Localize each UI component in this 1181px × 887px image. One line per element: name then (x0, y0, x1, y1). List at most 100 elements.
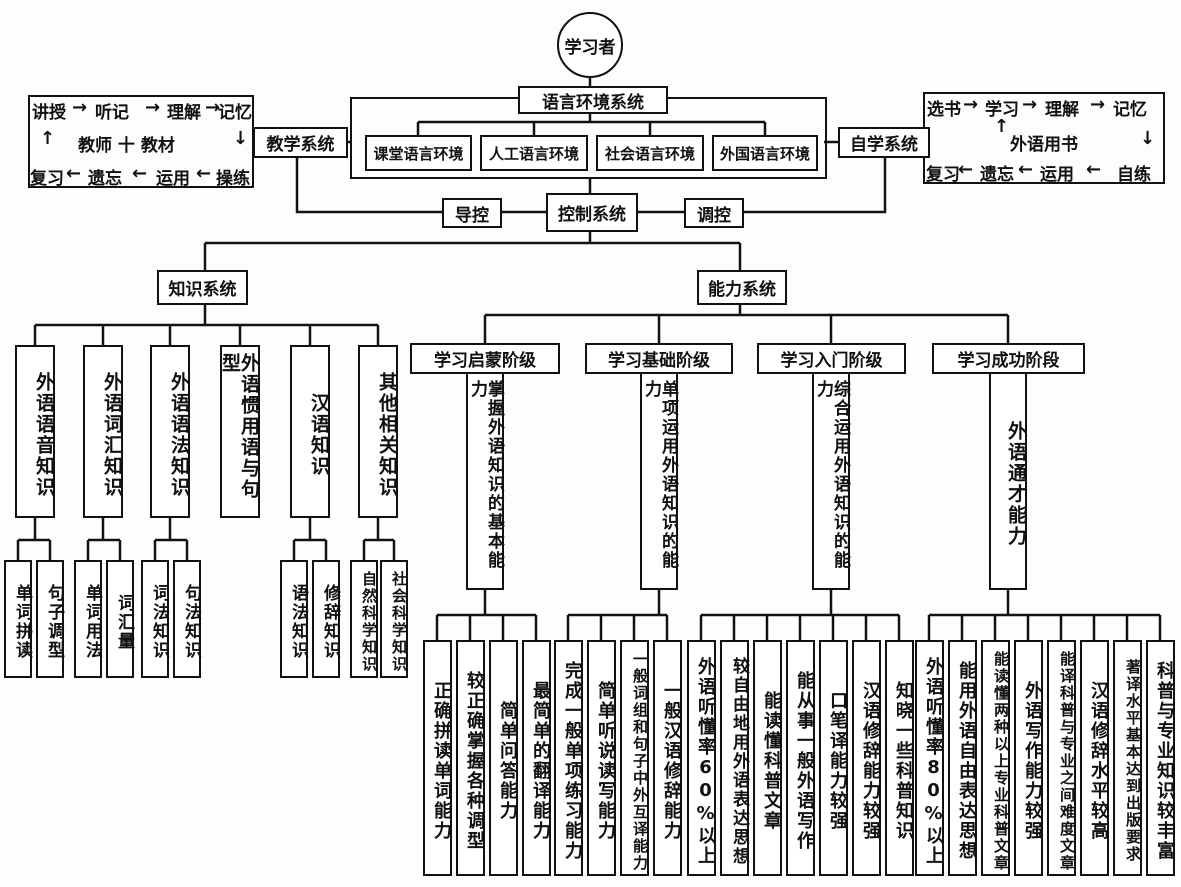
ability-item: 能从事一般外语写作 (786, 640, 815, 876)
self-step: 选书 (927, 100, 961, 120)
ability-stage: 学习成功阶段 (932, 343, 1085, 374)
stage-goal: 外语通才能力 (989, 372, 1027, 590)
ability-stage: 学习入门阶级 (757, 343, 906, 374)
ability-item: 口笔译能力较强 (819, 640, 848, 876)
knowledge-subitem: 自然科学知识 (350, 560, 378, 678)
stage-goal: 综合运用外语知识的能力 (812, 372, 850, 590)
connector-line (568, 590, 667, 617)
knowledge-item: 外语词汇知识 (83, 345, 123, 518)
ability-stage: 学习基础阶级 (585, 343, 733, 374)
knowledge-subitem: 句子调型 (36, 560, 64, 678)
ability-item: 科普与专业知识较丰富 (1146, 640, 1175, 876)
stage-goal: 掌握外语知识的基本能力 (466, 372, 504, 590)
arrow-right-icon: → (1090, 94, 1106, 115)
arrow-left-icon: ← (66, 163, 82, 184)
self-step: 学习 (985, 100, 1019, 120)
teaching-step: 运用 (156, 169, 190, 189)
ability-item: 汉语修辞能力较强 (852, 640, 881, 876)
arrow-left-icon: ← (1086, 159, 1102, 180)
knowledge-item: 汉语知识 (290, 345, 330, 518)
knowledge-subitem: 语法知识 (280, 560, 308, 678)
knowledge-subitem: 社会科学知识 (380, 560, 408, 678)
knowledge-subitem: 词法知识 (141, 560, 169, 678)
self-center: 外语用书 (1010, 135, 1078, 155)
teaching-step: 记忆 (218, 103, 252, 123)
ability-item: 汉语修辞水平较高 (1080, 640, 1109, 876)
env-social: 社会语言环境 (596, 135, 704, 171)
self-step: 遗忘 (980, 165, 1014, 185)
env-foreign: 外国语言环境 (712, 135, 818, 171)
ability-item: 外语写作能力较强 (1014, 640, 1043, 876)
arrow-right-icon: → (963, 94, 979, 115)
arrow-right-icon: → (145, 97, 161, 118)
guide-control: 导控 (442, 198, 502, 228)
learner-node: 学习者 (557, 12, 623, 78)
knowledge-subitem: 修辞知识 (312, 560, 340, 678)
ability-item: 一般汉语修辞能力 (653, 640, 682, 876)
ability-item: 外语听懂率80%以上 (915, 640, 944, 876)
self-step: 复习 (926, 165, 960, 185)
arrow-right-icon: → (205, 97, 221, 118)
knowledge-system: 知识系统 (157, 270, 248, 305)
control-system: 控制系统 (546, 193, 638, 232)
ability-item: 知晓一些科普知识 (885, 640, 914, 876)
self-step: 理解 (1045, 100, 1079, 120)
teaching-step: 理解 (167, 103, 201, 123)
knowledge-subitem: 单词拼读 (4, 560, 32, 678)
connector-line (929, 590, 1160, 617)
ability-stage: 学习启蒙阶级 (410, 343, 560, 374)
connector-line (153, 518, 189, 560)
ability-system: 能力系统 (697, 270, 787, 305)
ability-item: 一般词组和句子中外互译能力 (620, 640, 649, 876)
env-artificial: 人工语言环境 (480, 135, 588, 171)
arrow-left-icon: ← (958, 159, 974, 180)
ability-item: 完成一般单项练习能力 (554, 640, 583, 876)
stage-goal: 单项运用外语知识的能力 (640, 372, 678, 590)
arrow-up-icon: ↑ (994, 116, 1010, 137)
adjust-control: 调控 (684, 198, 744, 228)
knowledge-item: 其他相关知识 (358, 345, 398, 518)
arrow-left-icon: ← (196, 163, 212, 184)
ability-item: 著译水平基本达到出版要求 (1113, 640, 1142, 876)
ability-item: 正确拼读单词能力 (423, 640, 452, 876)
self-step: 自练 (1117, 165, 1151, 185)
ability-item: 较正确掌握各种调型 (456, 640, 485, 876)
arrow-up-icon: ↑ (40, 128, 56, 149)
ability-item: 简单听说读写能力 (587, 640, 616, 876)
ability-item: 最简单的翻译能力 (522, 640, 551, 876)
arrow-down-icon: ↓ (233, 128, 249, 149)
connector-line (701, 590, 899, 617)
arrow-right-icon: → (1022, 94, 1038, 115)
arrow-down-icon: ↓ (1140, 128, 1156, 149)
ability-item: 能译科普与专业之间难度文章 (1047, 640, 1076, 876)
knowledge-item: 外语惯用语与句型 (219, 345, 260, 518)
self-step: 记忆 (1113, 100, 1147, 120)
connector-line (292, 518, 328, 560)
language-environment-system: 语言环境系统 (518, 86, 668, 114)
self-study-system: 自学系统 (838, 127, 930, 158)
arrow-right-icon: → (72, 97, 88, 118)
connector-line (86, 518, 122, 560)
arrow-left-icon: ← (132, 163, 148, 184)
knowledge-item: 外语语法知识 (150, 345, 190, 518)
ability-item: 能用外语自由表达思想 (948, 640, 977, 876)
ability-item: 外语听懂率60%以上 (687, 640, 716, 876)
connector-line (16, 518, 52, 560)
ability-item: 较自由地用外语表达思想 (720, 640, 749, 876)
connector-line (437, 590, 536, 617)
ability-item: 简单问答能力 (489, 640, 518, 876)
teaching-step: 遗忘 (88, 169, 122, 189)
ability-item: 能读懂两种以上专业科普文章 (981, 640, 1010, 876)
teaching-center: 教师 十 教材 (78, 136, 175, 156)
connector-line (362, 518, 396, 560)
teaching-system: 教学系统 (253, 127, 348, 158)
knowledge-item: 外语语音知识 (15, 345, 55, 518)
knowledge-subitem: 单词用法 (74, 560, 102, 678)
ability-item: 能读懂科普文章 (753, 640, 782, 876)
env-classroom: 课堂语言环境 (365, 135, 472, 171)
knowledge-subitem: 句法知识 (173, 560, 201, 678)
teaching-step: 讲授 (32, 103, 66, 123)
self-step: 运用 (1040, 165, 1074, 185)
teaching-step: 复习 (30, 169, 64, 189)
